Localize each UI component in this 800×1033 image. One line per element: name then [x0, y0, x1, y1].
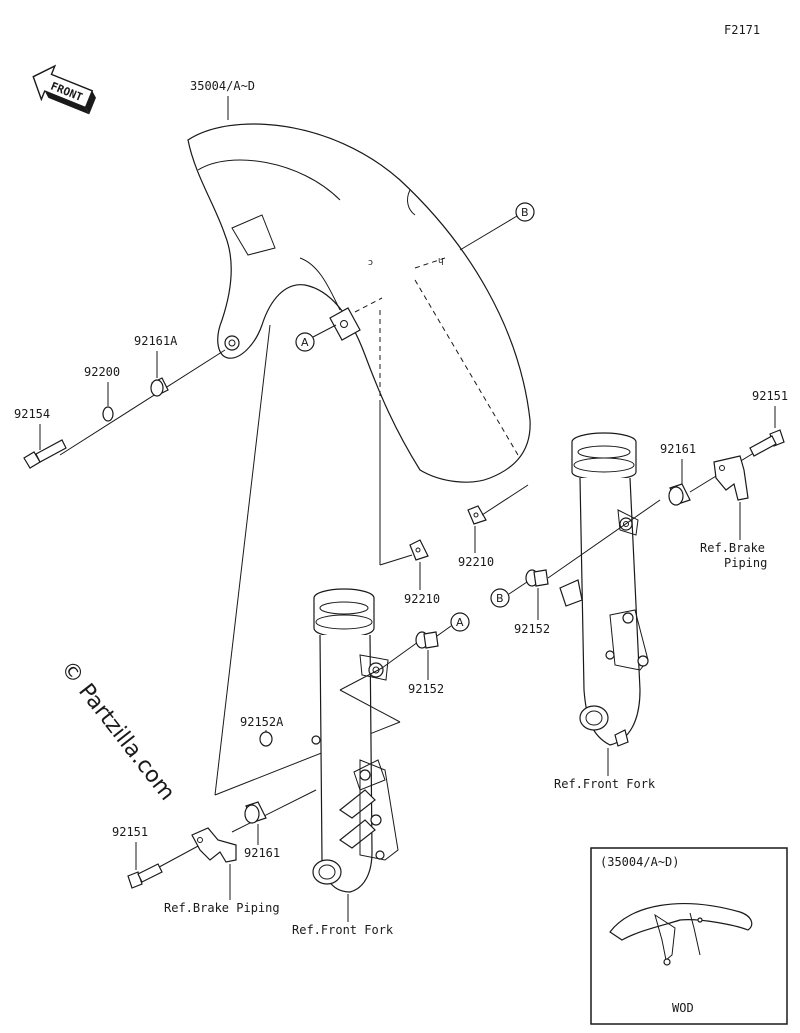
label-fork-ref-right: Ref.Front Fork	[554, 777, 656, 791]
collar-92152A	[259, 731, 273, 747]
brake-clamp-right	[713, 455, 749, 501]
front-fork-right	[559, 432, 649, 747]
label-collar-top: 92161A	[134, 334, 178, 348]
clip-92210-mid	[409, 539, 429, 561]
label-collar-left-a: 92152A	[240, 715, 284, 729]
clip-92210-right	[467, 505, 487, 525]
label-brake-ref-right-1: Ref.Brake	[700, 541, 765, 555]
inset-box: (35004/A~D) WOD	[590, 847, 788, 1025]
collar-92161A	[150, 377, 169, 397]
callout-a-bolt: A	[436, 612, 470, 637]
bolt-92151-left	[127, 863, 163, 889]
label-clip-right: 92210	[458, 555, 494, 569]
label-clip-mid: 92210	[404, 592, 440, 606]
label-washer: 92200	[84, 365, 120, 379]
svg-text:A: A	[456, 616, 464, 629]
label-collar-left: 92161	[244, 846, 280, 860]
bolt-92151-right	[749, 429, 785, 457]
label-bolt-lower-left: 92151	[112, 825, 148, 839]
label-bolt-left: 92154	[14, 407, 50, 421]
front-fender: ɔ ɥ	[187, 123, 531, 483]
svg-text:ɥ: ɥ	[438, 256, 444, 266]
label-brake-ref-right-2: Piping	[724, 556, 767, 570]
inset-title: (35004/A~D)	[600, 855, 679, 869]
label-brake-ref-left: Ref.Brake Piping	[164, 901, 280, 915]
svg-text:B: B	[521, 206, 529, 219]
callout-a-fender: A	[295, 324, 337, 352]
collar-92161-right	[668, 483, 691, 506]
front-fork-left	[311, 588, 399, 893]
collar-92161-left	[244, 801, 267, 824]
callout-b-bolt: B	[490, 581, 528, 608]
front-arrow-icon: FRONT	[32, 64, 96, 115]
label-fork-ref-left: Ref.Front Fork	[292, 923, 394, 937]
label-bolt-right: 92151	[752, 389, 788, 403]
bolt-92154	[23, 439, 67, 469]
brake-clamp-left	[191, 827, 237, 863]
label-bolt-a: 92152	[408, 682, 444, 696]
washer-92200	[102, 406, 114, 422]
bolt-92152-a	[415, 631, 439, 649]
callout-b-fender: B	[459, 202, 535, 251]
svg-text:B: B	[496, 592, 504, 605]
label-fender: 35004/A~D	[190, 79, 255, 93]
label-bolt-b: 92152	[514, 622, 550, 636]
bolt-92152-b	[525, 569, 549, 587]
svg-text:A: A	[301, 336, 309, 349]
figure-code: F2171	[724, 23, 760, 37]
inset-caption: WOD	[672, 1001, 694, 1015]
label-collar-right: 92161	[660, 442, 696, 456]
watermark: © Partzilla.com	[55, 656, 179, 805]
svg-text:ɔ: ɔ	[368, 258, 373, 268]
